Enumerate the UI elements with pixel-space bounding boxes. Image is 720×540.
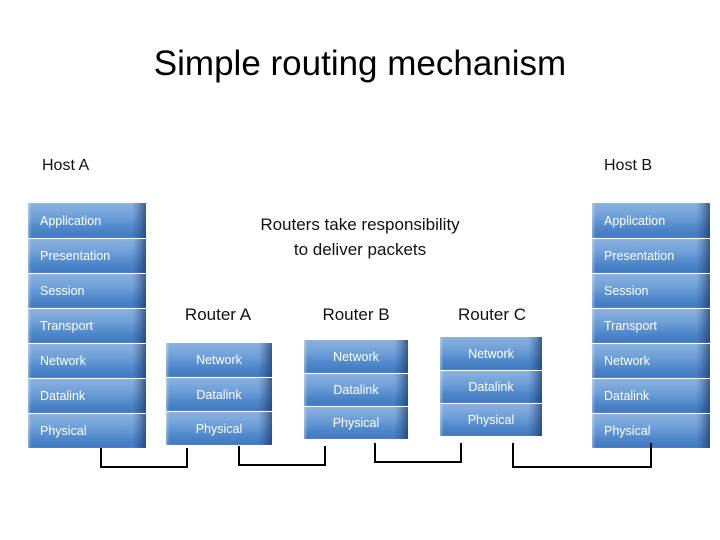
layer-presentation[interactable]: Presentation — [28, 238, 146, 273]
layer-datalink[interactable]: Datalink — [592, 378, 710, 413]
layer-transport[interactable]: Transport — [28, 308, 146, 343]
layer-datalink[interactable]: Datalink — [304, 373, 408, 406]
layer-physical[interactable]: Physical — [166, 411, 272, 445]
host-a-label: Host A — [42, 157, 90, 174]
link-router-c-host-b — [512, 443, 652, 468]
layer-physical[interactable]: Physical — [28, 413, 146, 448]
host-a-stack: Application Presentation Session Transpo… — [28, 203, 146, 448]
layer-network[interactable]: Network — [440, 337, 542, 370]
layer-transport[interactable]: Transport — [592, 308, 710, 343]
layer-datalink[interactable]: Datalink — [440, 370, 542, 403]
layer-application[interactable]: Application — [592, 203, 710, 238]
layer-physical[interactable]: Physical — [592, 413, 710, 448]
router-a-label: Router A — [184, 305, 252, 324]
router-b-stack: Network Datalink Physical — [304, 340, 408, 439]
routers-note-line-2: to deliver packets — [293, 240, 427, 259]
layer-physical[interactable]: Physical — [304, 406, 408, 439]
link-host-a-router-a — [100, 448, 188, 468]
layer-physical[interactable]: Physical — [440, 403, 542, 436]
host-b-stack: Application Presentation Session Transpo… — [592, 203, 710, 448]
layer-network[interactable]: Network — [592, 343, 710, 378]
link-router-b-router-c — [374, 443, 462, 463]
layer-network[interactable]: Network — [28, 343, 146, 378]
layer-datalink[interactable]: Datalink — [28, 378, 146, 413]
host-b-label: Host B — [604, 157, 653, 174]
router-a-stack: Network Datalink Physical — [166, 343, 272, 445]
routers-note-line-1: Routers take responsibility — [260, 215, 460, 234]
layer-presentation[interactable]: Presentation — [592, 238, 710, 273]
link-router-a-router-b — [238, 446, 326, 466]
router-c-stack: Network Datalink Physical — [440, 337, 542, 436]
layer-session[interactable]: Session — [592, 273, 710, 308]
layer-session[interactable]: Session — [28, 273, 146, 308]
layer-network[interactable]: Network — [166, 343, 272, 377]
page-title: Simple routing mechanism — [153, 44, 567, 83]
layer-network[interactable]: Network — [304, 340, 408, 373]
routers-note: Routers take responsibility to deliver p… — [208, 212, 512, 262]
router-c-label: Router C — [457, 305, 527, 324]
layer-application[interactable]: Application — [28, 203, 146, 238]
router-b-label: Router B — [322, 305, 390, 324]
layer-datalink[interactable]: Datalink — [166, 377, 272, 411]
